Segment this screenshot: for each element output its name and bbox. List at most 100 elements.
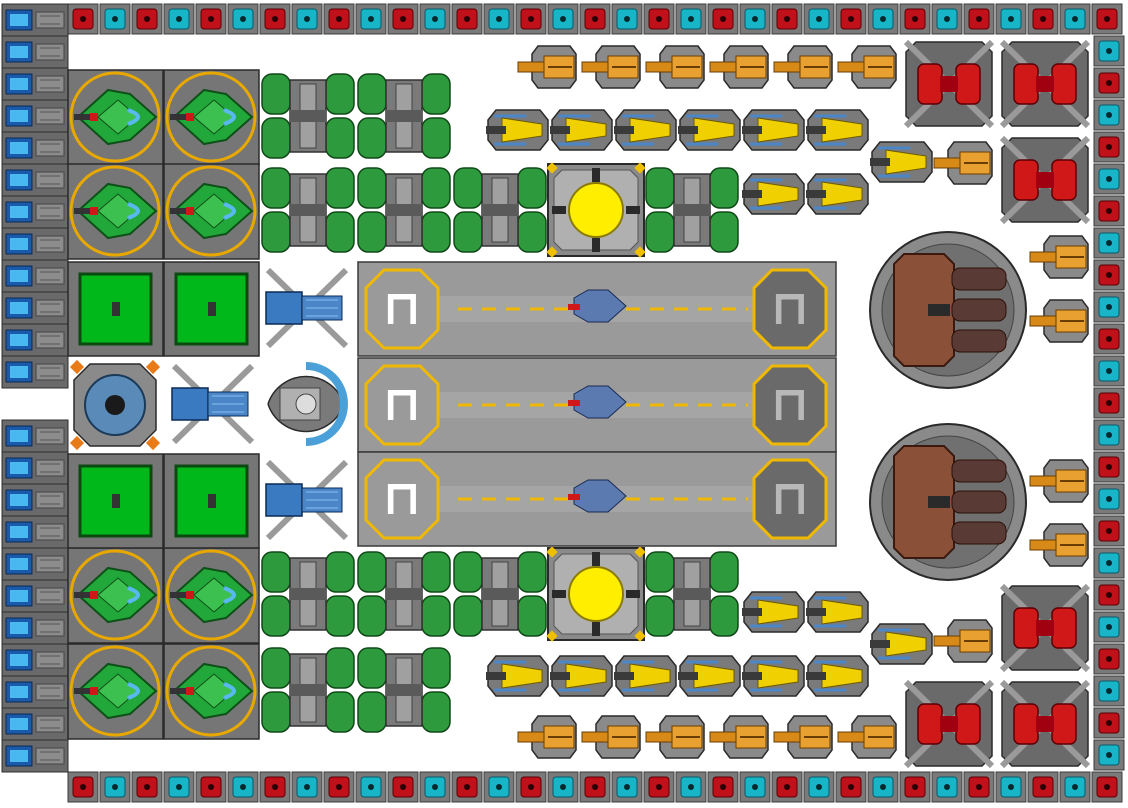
armor-block-icon[interactable] [1027,771,1059,803]
hangar-bay-1[interactable] [356,260,838,358]
armor-block-icon[interactable] [1093,675,1125,707]
reactor-core-icon[interactable] [545,545,647,643]
armor-block-icon[interactable] [99,771,131,803]
armor-block-icon[interactable] [131,3,163,35]
armor-block-icon[interactable] [1093,291,1125,323]
armor-block-icon[interactable] [643,3,675,35]
armor-block-icon[interactable] [931,771,963,803]
laser-beam-icon[interactable] [1,35,69,69]
flak-turret-icon[interactable] [548,104,616,156]
laser-beam-icon[interactable] [1,259,69,293]
armor-block-icon[interactable] [899,771,931,803]
armor-block-icon[interactable] [67,3,99,35]
armor-block-icon[interactable] [483,771,515,803]
armor-block-icon[interactable] [771,3,803,35]
armor-block-icon[interactable] [259,771,291,803]
fighter-bay-icon[interactable] [162,68,261,167]
armor-block-icon[interactable] [1093,259,1125,291]
flak-turret-icon[interactable] [804,168,872,220]
flak-turret-icon[interactable] [612,104,680,156]
armor-block-icon[interactable] [675,3,707,35]
ion-cannon-icon[interactable] [837,711,899,763]
armor-block-icon[interactable] [259,3,291,35]
armor-block-icon[interactable] [131,771,163,803]
armor-block-icon[interactable] [963,3,995,35]
armor-block-icon[interactable] [1093,419,1125,451]
armor-block-icon[interactable] [419,3,451,35]
ion-cannon-icon[interactable] [933,615,995,667]
armor-block-icon[interactable] [291,3,323,35]
hangar-bay-3[interactable] [356,450,838,548]
armor-block-icon[interactable] [1093,355,1125,387]
armor-block-icon[interactable] [1093,739,1125,771]
armor-block-icon[interactable] [611,771,643,803]
armor-block-icon[interactable] [1093,547,1125,579]
laser-beam-icon[interactable] [1,67,69,101]
armor-block-icon[interactable] [451,771,483,803]
armor-block-icon[interactable] [995,771,1027,803]
fuel-tank-icon[interactable] [259,643,357,737]
fuel-tank-icon[interactable] [355,643,453,737]
laser-beam-icon[interactable] [1,675,69,709]
fighter-bay-icon[interactable] [66,162,165,261]
flak-turret-icon[interactable] [484,104,552,156]
fuel-tank-icon[interactable] [643,547,741,641]
ion-cannon-icon[interactable] [581,41,643,93]
armor-block-icon[interactable] [643,771,675,803]
armor-block-icon[interactable] [1093,195,1125,227]
flak-turret-icon[interactable] [612,650,680,702]
cargo-bay-icon[interactable] [66,260,165,358]
fighter-bay-icon[interactable] [162,546,261,645]
laser-beam-icon[interactable] [1,707,69,741]
ion-cannon-icon[interactable] [581,711,643,763]
railgun-turret-icon[interactable] [998,582,1092,674]
armor-block-icon[interactable] [1093,163,1125,195]
fuel-tank-icon[interactable] [643,163,741,257]
armor-block-icon[interactable] [291,771,323,803]
armor-block-icon[interactable] [387,771,419,803]
armor-block-icon[interactable] [1093,67,1125,99]
armor-block-icon[interactable] [419,771,451,803]
ion-cannon-icon[interactable] [773,711,835,763]
armor-block-icon[interactable] [867,3,899,35]
heavy-cannon-icon[interactable] [869,231,1027,389]
laser-beam-icon[interactable] [1,3,69,37]
laser-beam-icon[interactable] [1,291,69,325]
cargo-bay-icon[interactable] [162,260,261,358]
armor-block-icon[interactable] [1093,579,1125,611]
railgun-turret-icon[interactable] [902,678,996,770]
ion-cannon-icon[interactable] [1029,295,1091,347]
flak-turret-icon[interactable] [804,650,872,702]
armor-block-icon[interactable] [899,3,931,35]
laser-beam-icon[interactable] [1,323,69,357]
flak-turret-icon[interactable] [740,168,808,220]
laser-beam-icon[interactable] [1,611,69,645]
armor-block-icon[interactable] [579,771,611,803]
shield-generator-icon[interactable] [68,358,162,452]
armor-block-icon[interactable] [1093,643,1125,675]
armor-block-icon[interactable] [739,771,771,803]
fuel-tank-icon[interactable] [355,547,453,641]
fuel-tank-icon[interactable] [259,163,357,257]
fuel-tank-icon[interactable] [355,69,453,163]
flak-turret-icon[interactable] [676,650,744,702]
armor-block-icon[interactable] [387,3,419,35]
ion-cannon-icon[interactable] [1029,519,1091,571]
armor-block-icon[interactable] [1093,131,1125,163]
flak-turret-icon[interactable] [740,104,808,156]
missile-launcher-icon[interactable] [166,358,260,450]
missile-launcher-icon[interactable] [260,454,354,546]
laser-beam-icon[interactable] [1,451,69,485]
ion-cannon-icon[interactable] [517,711,579,763]
ion-cannon-icon[interactable] [1029,231,1091,283]
laser-beam-icon[interactable] [1,131,69,165]
armor-block-icon[interactable] [707,771,739,803]
fuel-tank-icon[interactable] [451,163,549,257]
sensor-dish-icon[interactable] [260,358,352,450]
armor-block-icon[interactable] [995,3,1027,35]
laser-beam-icon[interactable] [1,163,69,197]
ion-cannon-icon[interactable] [709,41,771,93]
armor-block-icon[interactable] [1093,227,1125,259]
laser-beam-icon[interactable] [1,579,69,613]
armor-block-icon[interactable] [675,771,707,803]
